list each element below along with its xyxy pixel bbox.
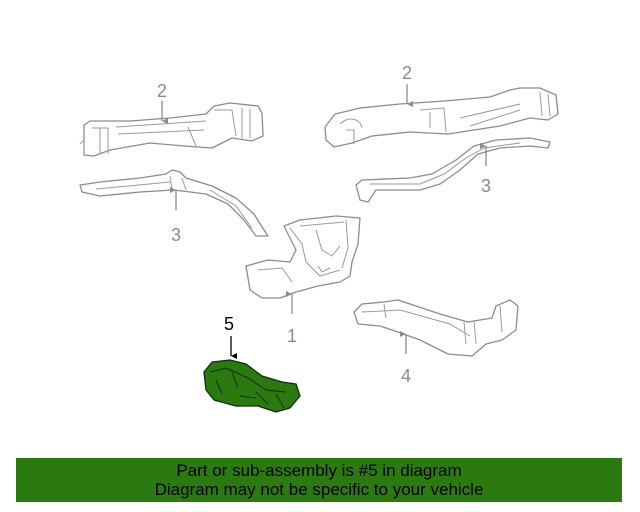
callout-2-right[interactable]: 2 <box>402 63 412 83</box>
banner-line-2: Diagram may not be specific to your vehi… <box>154 480 484 499</box>
callout-2-left[interactable]: 2 <box>157 81 167 101</box>
callout-4[interactable]: 4 <box>401 366 411 386</box>
part-3-right-duct[interactable] <box>355 137 551 203</box>
part-1-center-duct[interactable] <box>245 215 361 299</box>
part-3-left-duct[interactable] <box>79 169 269 237</box>
callout-3-right[interactable]: 3 <box>481 176 491 196</box>
callout-5[interactable]: 5 <box>224 314 234 334</box>
part-2-right-duct[interactable] <box>324 87 559 148</box>
part-5-highlighted-duct[interactable] <box>203 359 301 413</box>
part-4-lower-duct[interactable] <box>353 299 519 357</box>
callout-3-left[interactable]: 3 <box>171 225 181 245</box>
banner-line-1: Part or sub-assembly is #5 in diagram <box>176 461 462 480</box>
part-2-left-duct[interactable] <box>79 102 264 157</box>
callout-1[interactable]: 1 <box>287 326 297 346</box>
info-banner: Part or sub-assembly is #5 in diagram Di… <box>16 458 622 502</box>
